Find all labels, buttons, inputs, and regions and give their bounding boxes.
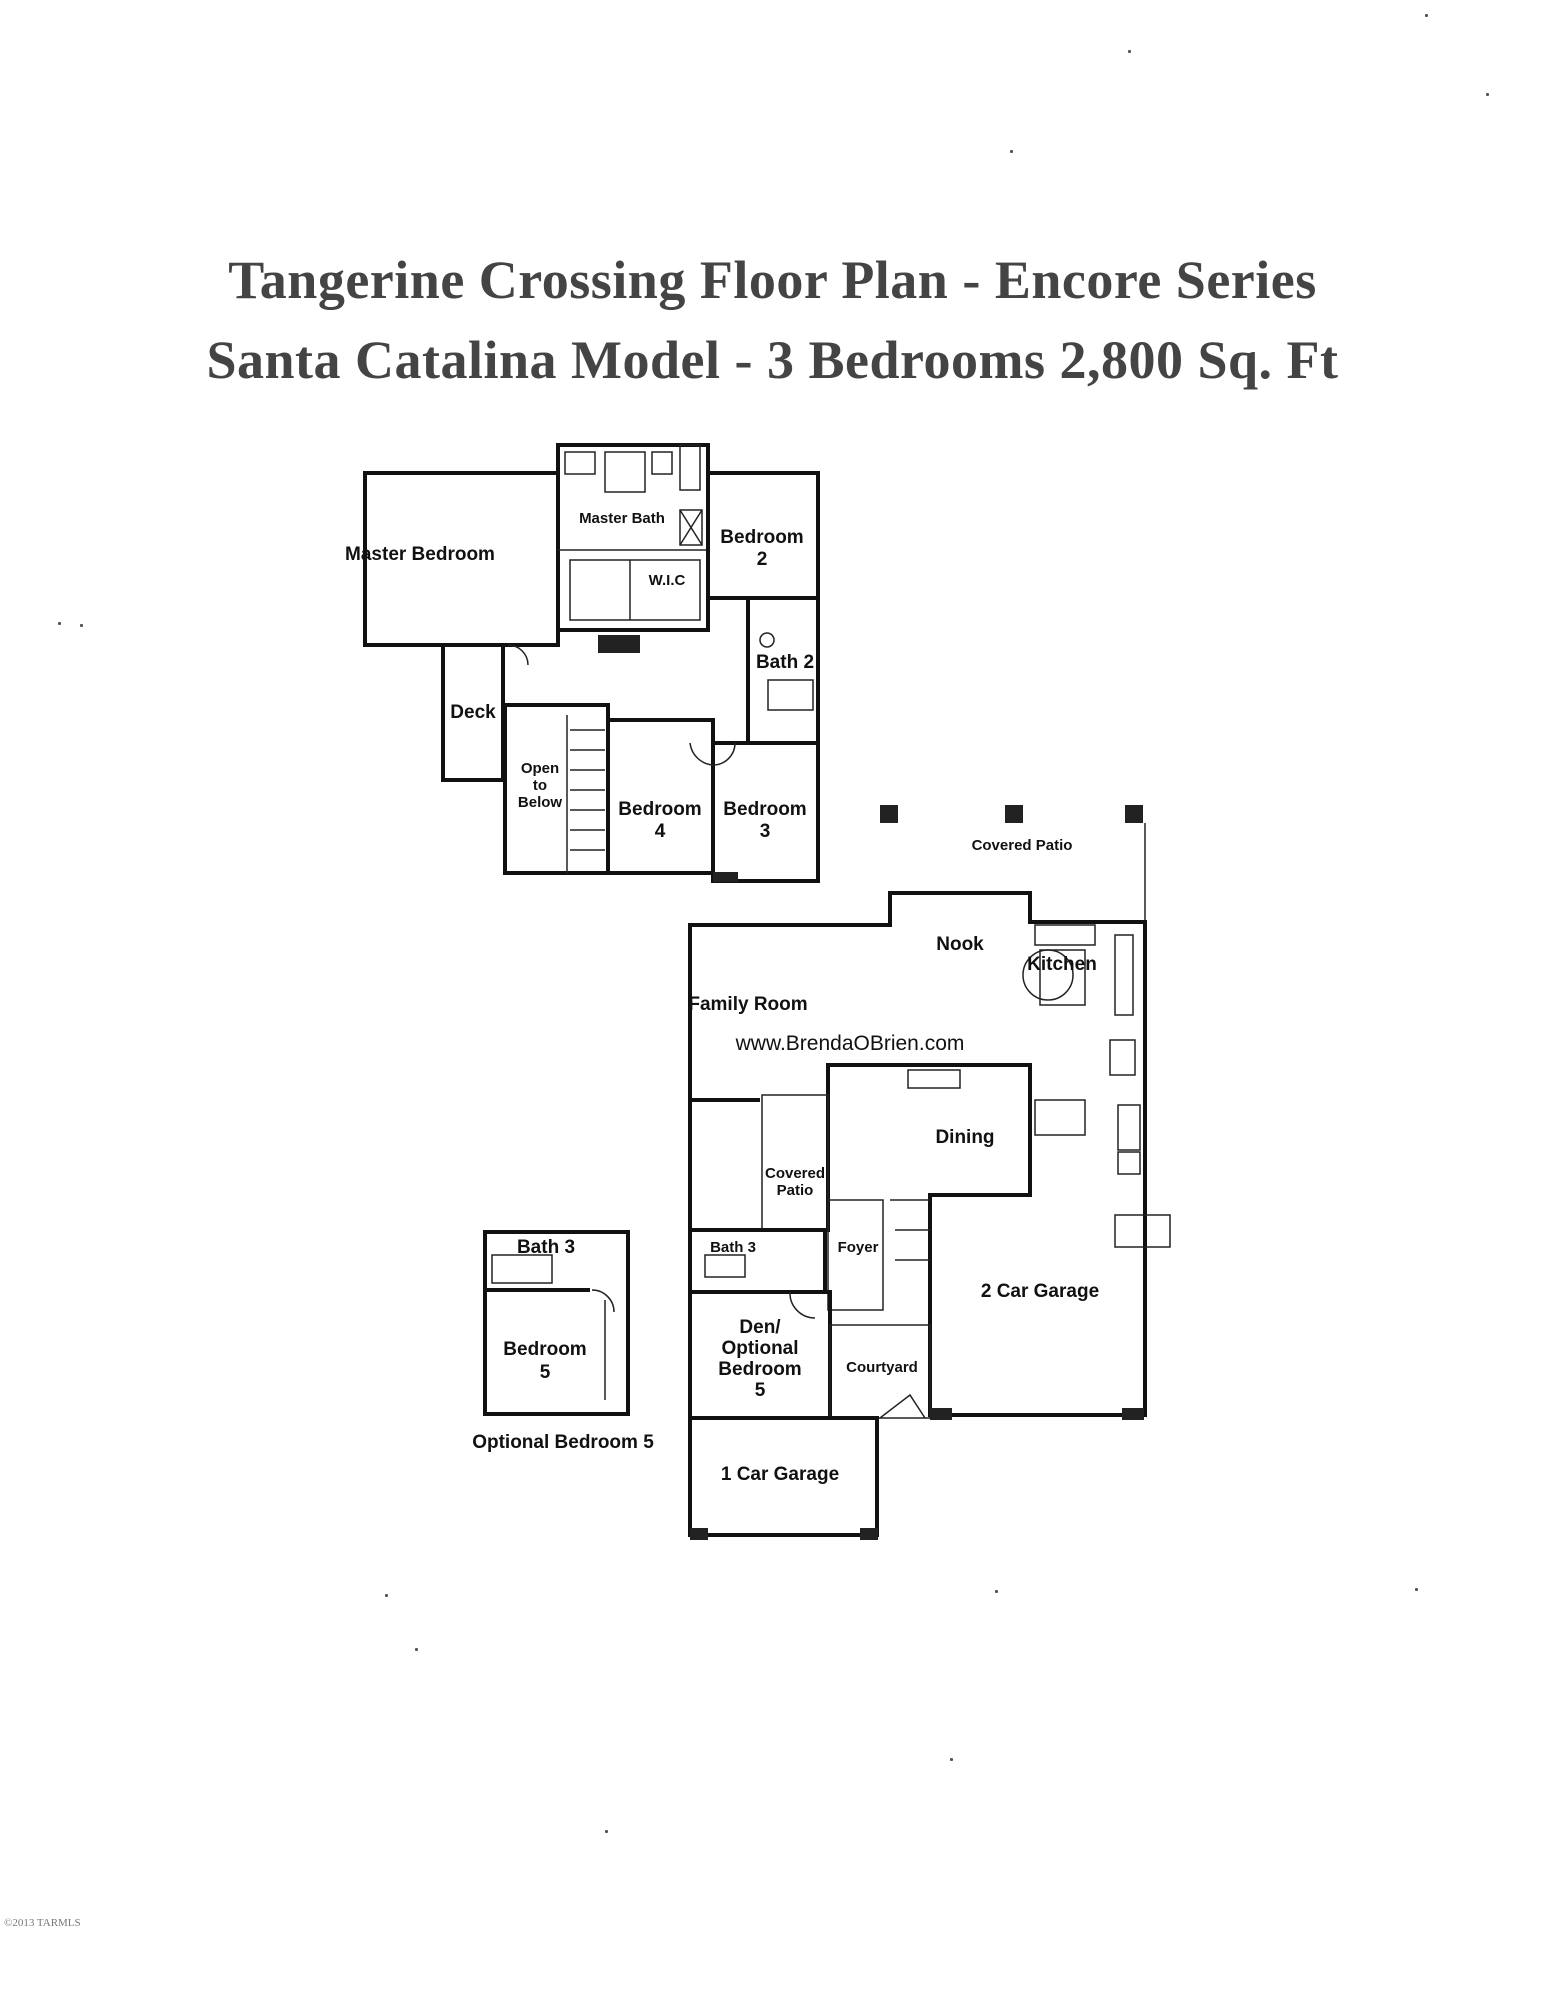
bedroom-3-label-2: 3	[760, 821, 771, 842]
bedroom-2-label-1: Bedroom	[720, 527, 803, 548]
bedroom-3-label-1: Bedroom	[723, 799, 806, 820]
optional-bedroom-5-label-2: 5	[540, 1362, 551, 1383]
dining-label: Dining	[935, 1127, 994, 1148]
wic-label: W.I.C	[649, 572, 686, 589]
covered-patio-small-label-2: Patio	[777, 1182, 814, 1199]
den-label-4: 5	[755, 1380, 766, 1401]
main-floor	[688, 805, 1171, 1540]
open-to-below-label-1: Open	[521, 760, 559, 777]
den-label-3: Bedroom	[718, 1359, 801, 1380]
scan-speck	[1128, 50, 1131, 53]
deck-label: Deck	[450, 702, 496, 723]
family-room-label: Family Room	[688, 994, 807, 1015]
kitchen-label: Kitchen	[1027, 954, 1097, 975]
scan-speck	[1425, 14, 1428, 17]
master-bedroom-label: Master Bedroom	[345, 544, 495, 565]
open-to-below-label-3: Below	[518, 794, 563, 811]
covered-patio-small-label-1: Covered	[765, 1165, 825, 1182]
bedroom-4-label-2: 4	[655, 821, 666, 842]
scan-speck	[80, 624, 83, 627]
two-car-garage-label: 2 Car Garage	[981, 1281, 1099, 1302]
covered-patio-label: Covered Patio	[972, 837, 1073, 854]
title-line-2: Santa Catalina Model - 3 Bedrooms 2,800 …	[206, 330, 1339, 390]
courtyard-label: Courtyard	[846, 1359, 918, 1376]
den-label-2: Optional	[721, 1338, 798, 1359]
foyer-label: Foyer	[838, 1239, 879, 1256]
open-to-below-label-2: to	[533, 777, 547, 794]
optional-bedroom-5-caption: Optional Bedroom 5	[472, 1432, 654, 1453]
upper-floor	[363, 443, 820, 883]
scan-speck	[995, 1590, 998, 1593]
copyright-text: ©2013 TARMLS	[4, 1917, 81, 1929]
title-line-1: Tangerine Crossing Floor Plan - Encore S…	[228, 250, 1317, 310]
bath-2-label: Bath 2	[756, 652, 814, 673]
optional-bedroom-5	[483, 1230, 630, 1416]
scan-speck	[1010, 150, 1013, 153]
den-label-1: Den/	[739, 1317, 781, 1338]
bedroom-2-label-2: 2	[757, 549, 768, 570]
bath-3-main-label: Bath 3	[710, 1239, 756, 1256]
scan-speck	[605, 1830, 608, 1833]
optional-bath-3-label: Bath 3	[517, 1237, 575, 1258]
scan-speck	[1486, 93, 1489, 96]
title-block: Tangerine Crossing Floor Plan - Encore S…	[0, 240, 1545, 400]
scan-speck	[415, 1648, 418, 1651]
website-label: www.BrendaOBrien.com	[735, 1032, 965, 1055]
optional-bedroom-5-label-1: Bedroom	[503, 1339, 586, 1360]
scan-speck	[1415, 1588, 1418, 1591]
bedroom-3-walls	[711, 741, 820, 883]
bedroom-4-walls	[606, 718, 715, 875]
one-car-garage-label: 1 Car Garage	[721, 1464, 839, 1485]
bedroom-4-label-1: Bedroom	[618, 799, 701, 820]
scan-speck	[58, 622, 61, 625]
nook-label: Nook	[936, 934, 984, 955]
scan-speck	[385, 1594, 388, 1597]
scan-speck	[950, 1758, 953, 1761]
optional-bedroom-5-walls	[483, 1230, 630, 1416]
master-bath-label: Master Bath	[579, 510, 665, 527]
